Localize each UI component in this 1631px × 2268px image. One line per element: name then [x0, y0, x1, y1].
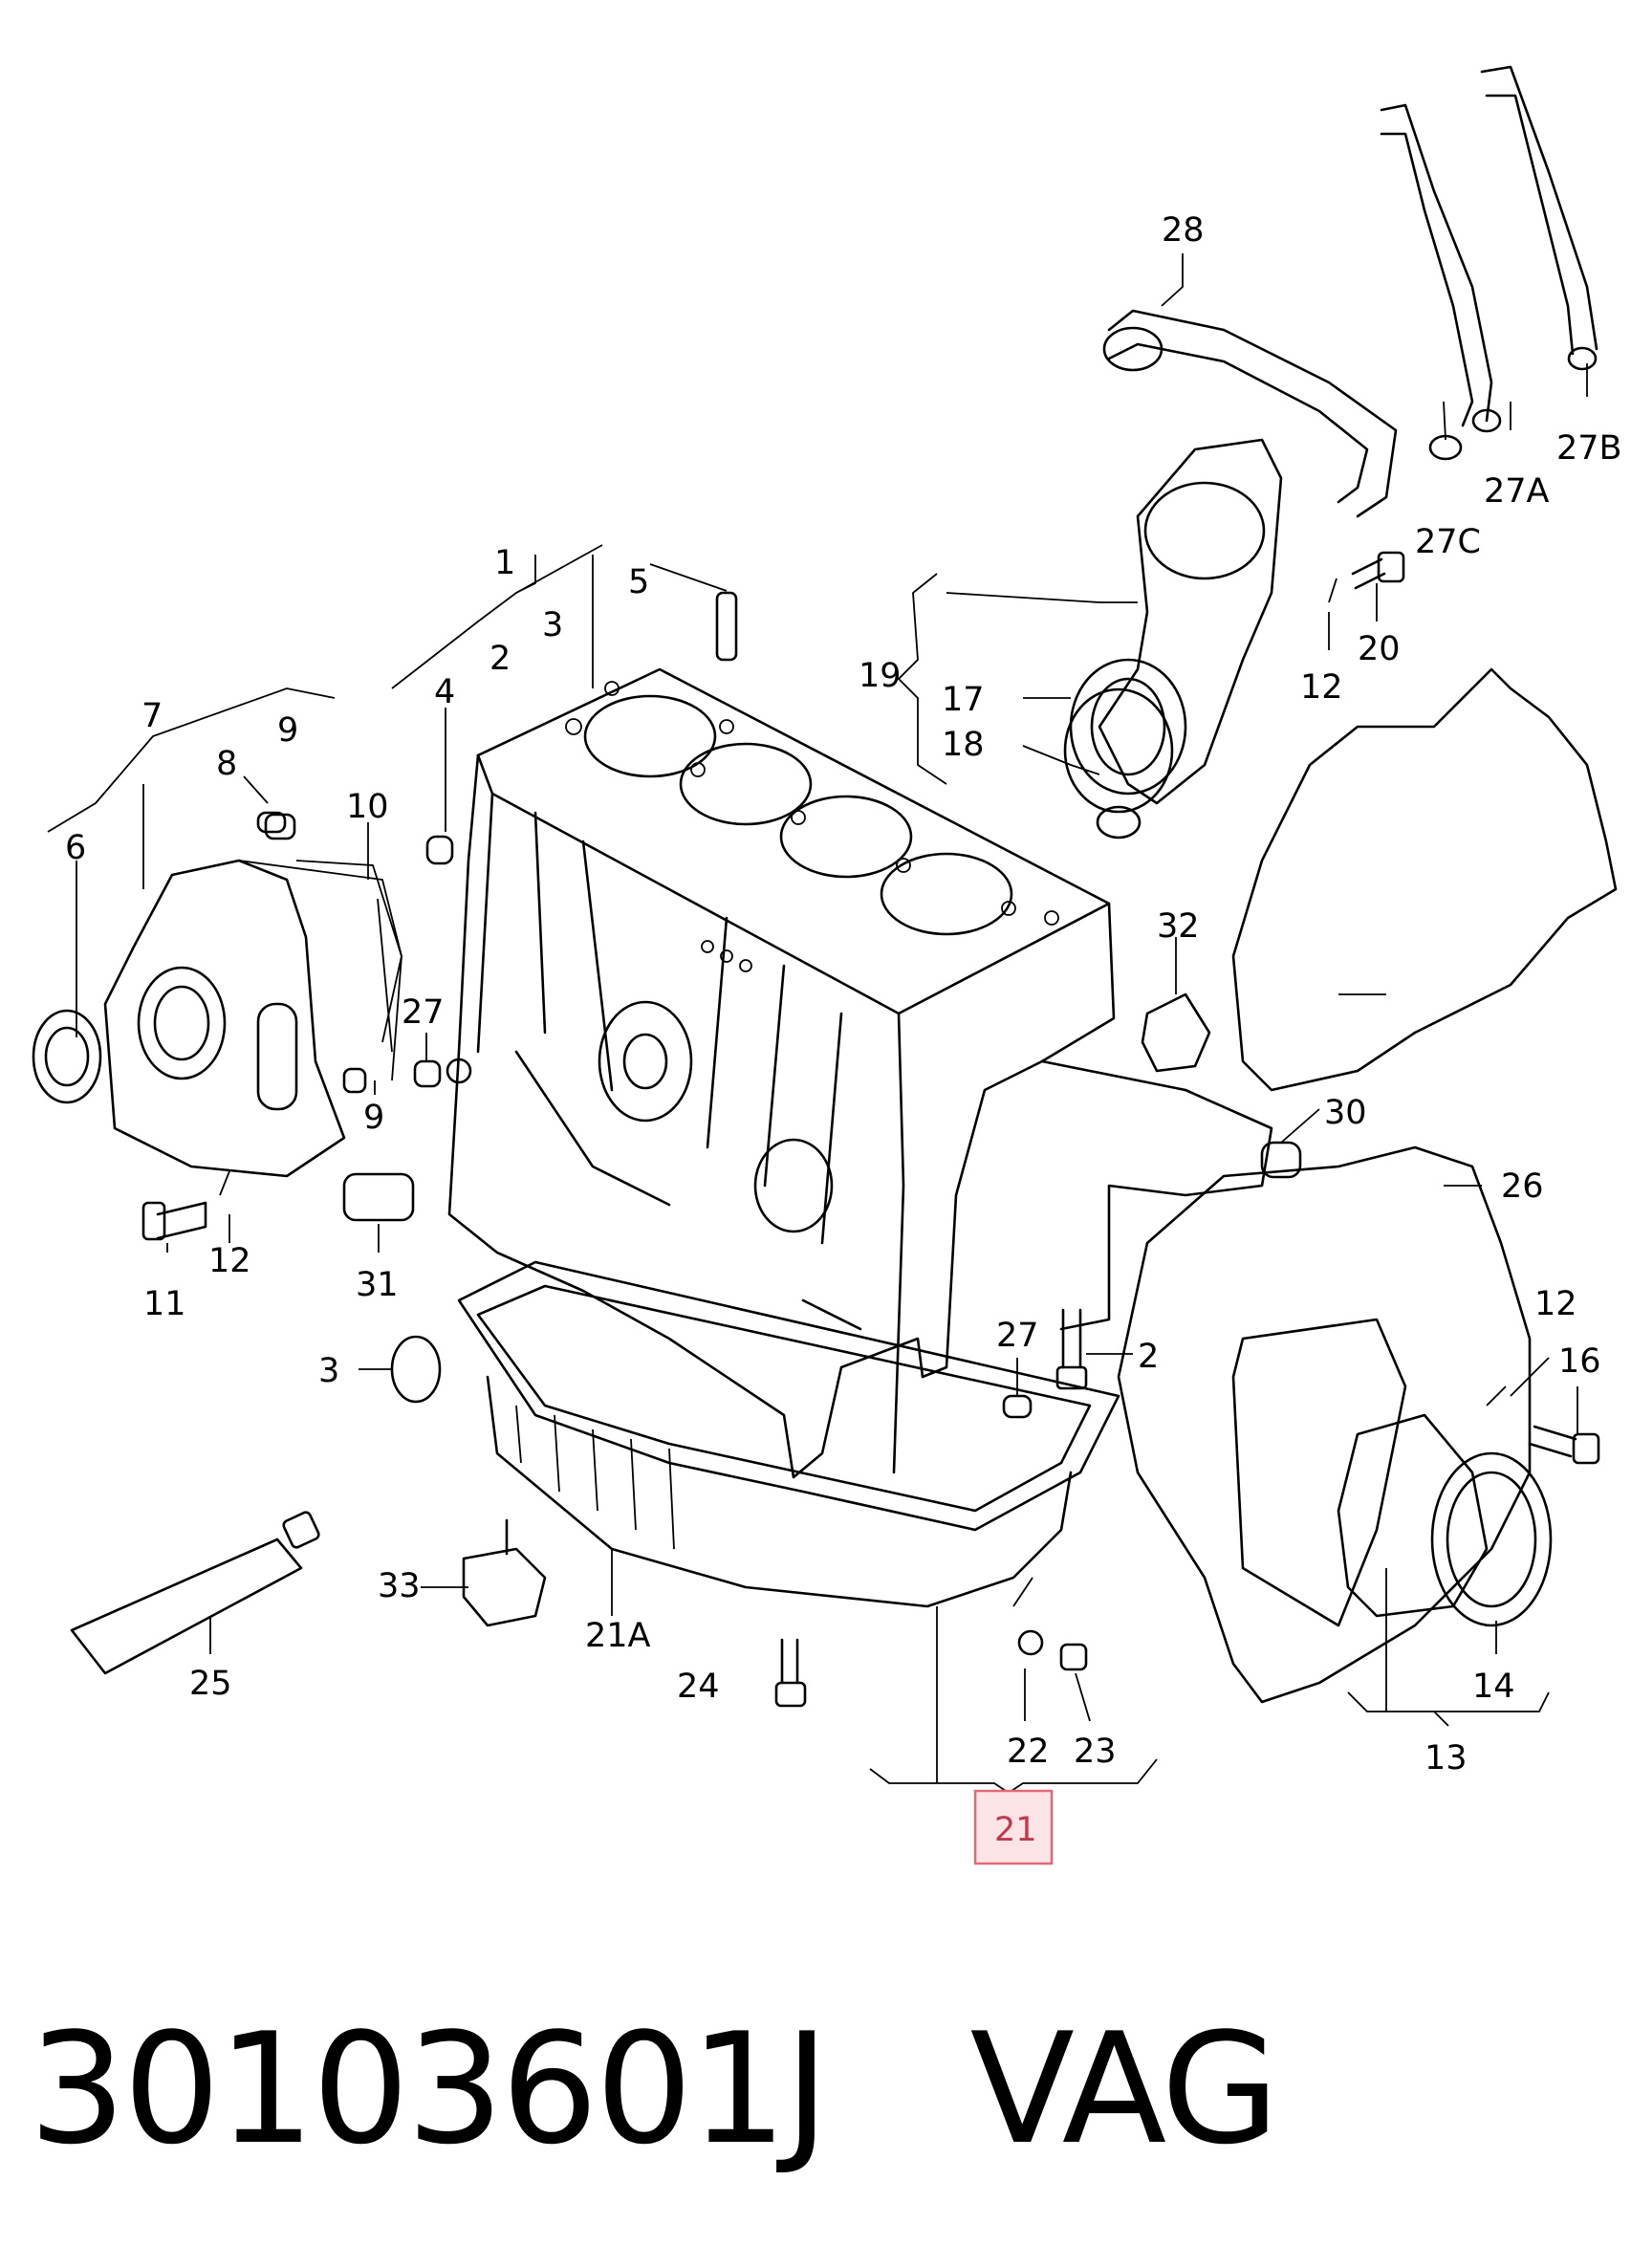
- parts-diagram: 1 2 3 4 5 7 9 8 10 6 27 9 12 11 31 3 27 …: [32, 65, 1622, 1865]
- front-cover: [32, 811, 402, 1178]
- label-27-right: 27: [996, 1317, 1039, 1355]
- label-10: 10: [346, 788, 389, 826]
- label-7: 7: [141, 697, 163, 735]
- seal-flange-13: [1337, 1413, 1553, 1627]
- label-2: 2: [489, 640, 511, 678]
- label-5: 5: [628, 563, 649, 601]
- label-25: 25: [189, 1665, 232, 1703]
- oil-pan: [457, 1260, 1120, 1608]
- label-17: 17: [942, 681, 985, 719]
- label-9-lower: 9: [363, 1099, 384, 1137]
- label-9: 9: [277, 711, 298, 750]
- leader-lines: [47, 253, 1588, 1795]
- part-footer: 30103601J VAG: [29, 1998, 1280, 2180]
- label-12-top: 12: [1300, 668, 1343, 707]
- label-12-left: 12: [208, 1242, 251, 1280]
- label-13: 13: [1424, 1739, 1468, 1777]
- label-3-lower: 3: [318, 1352, 339, 1390]
- breather-housing: [1069, 438, 1283, 840]
- label-22: 22: [1007, 1733, 1050, 1771]
- label-19: 19: [859, 657, 902, 695]
- label-21-highlighted: 21: [994, 1811, 1037, 1849]
- label-28: 28: [1162, 211, 1205, 250]
- label-2-lower: 2: [1138, 1338, 1159, 1376]
- label-31: 31: [356, 1266, 399, 1304]
- cover-plate-26: [1117, 1145, 1532, 1704]
- cover-plate-26a: [1231, 667, 1618, 1092]
- label-24: 24: [677, 1668, 720, 1706]
- small-parts: [70, 551, 1600, 1708]
- label-12-right: 12: [1534, 1285, 1577, 1323]
- label-16: 16: [1558, 1342, 1601, 1381]
- engine-block: [446, 667, 1273, 1479]
- label-4: 4: [434, 673, 455, 711]
- label-11: 11: [143, 1285, 186, 1323]
- label-23: 23: [1074, 1733, 1117, 1771]
- label-27C: 27C: [1415, 523, 1481, 561]
- label-26: 26: [1501, 1167, 1544, 1206]
- label-27B: 27B: [1556, 429, 1622, 468]
- label-18: 18: [942, 726, 985, 764]
- label-1: 1: [494, 544, 515, 582]
- label-20: 20: [1358, 630, 1401, 668]
- callout-labels: 1 2 3 4 5 7 9 8 10 6 27 9 12 11 31 3 27 …: [65, 211, 1622, 1865]
- hoses: [1102, 65, 1598, 518]
- highlight-box: [973, 1789, 1054, 1865]
- label-3: 3: [542, 606, 563, 644]
- brand-name: VAG: [969, 1999, 1280, 2178]
- label-27A: 27A: [1484, 472, 1550, 511]
- label-27-left: 27: [402, 993, 445, 1032]
- label-32: 32: [1157, 907, 1200, 946]
- label-8: 8: [216, 745, 237, 783]
- label-33: 33: [378, 1567, 421, 1605]
- label-14: 14: [1472, 1668, 1515, 1706]
- label-30: 30: [1324, 1094, 1367, 1132]
- label-6: 6: [65, 829, 86, 867]
- part-code: 30103601J: [29, 1999, 830, 2178]
- label-21A: 21A: [585, 1617, 651, 1655]
